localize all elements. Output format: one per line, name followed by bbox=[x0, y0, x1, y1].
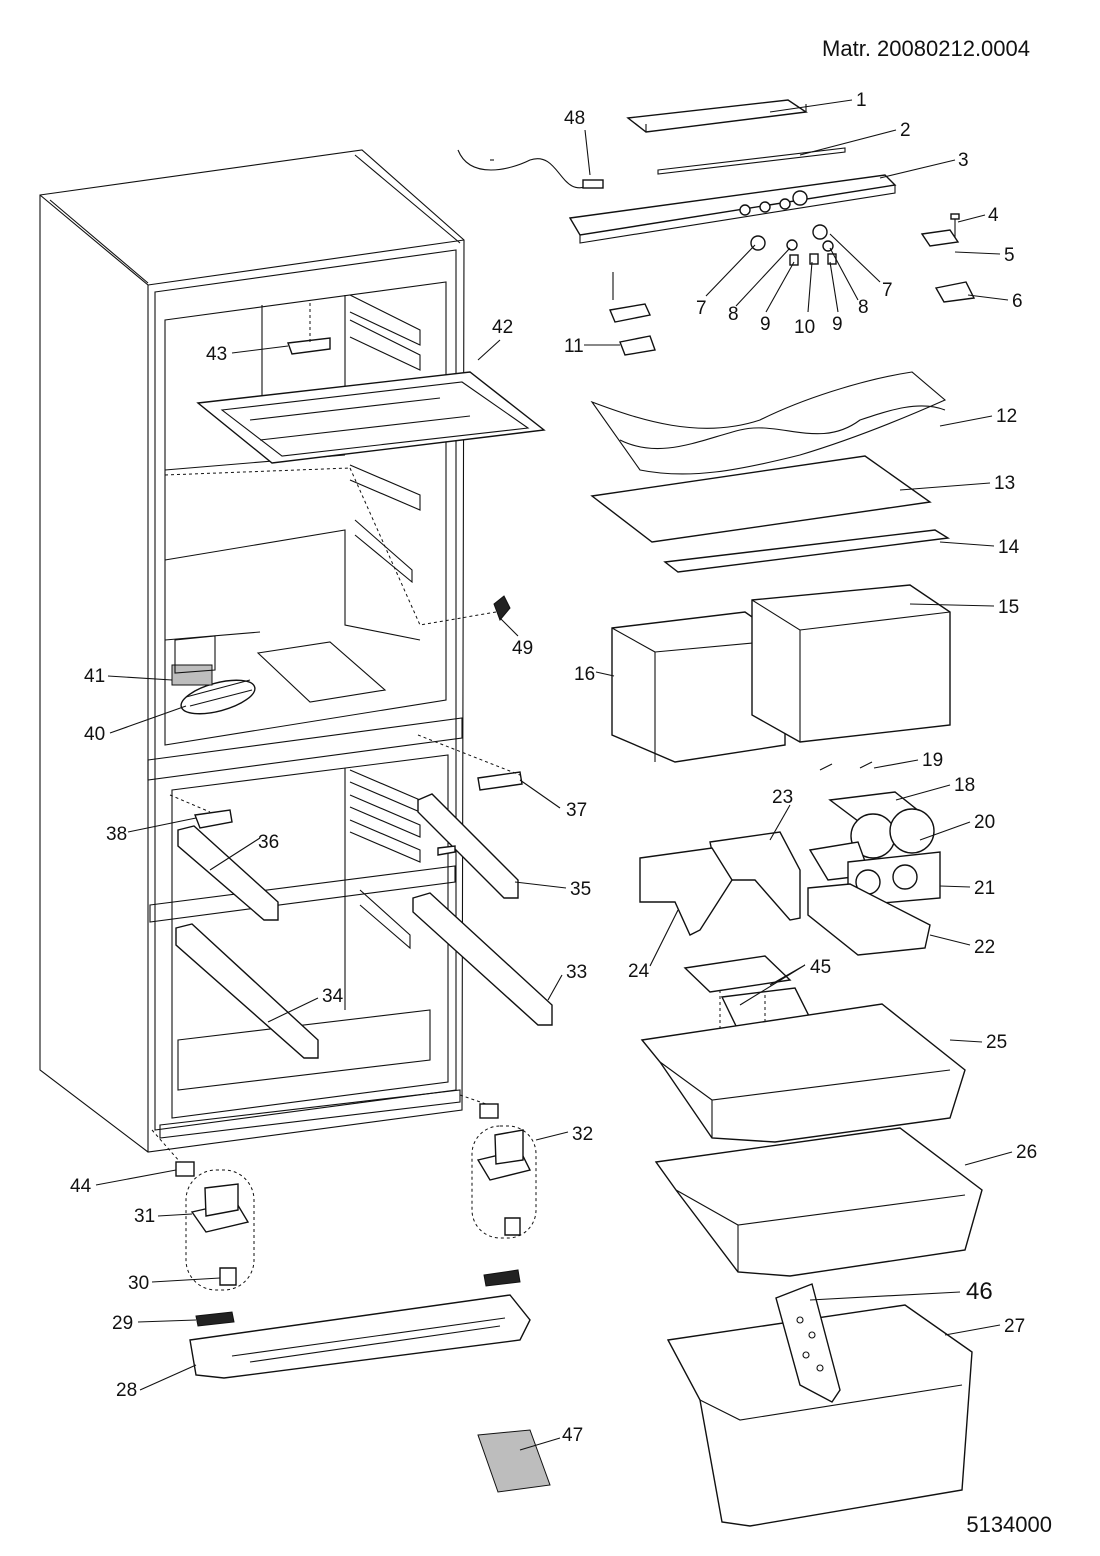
callout-31: 31 bbox=[134, 1206, 155, 1227]
callout-8b: 8 bbox=[858, 297, 869, 318]
callout-26: 26 bbox=[1016, 1142, 1037, 1163]
callout-6: 6 bbox=[1012, 291, 1023, 312]
crisper-15 bbox=[751, 584, 951, 743]
callout-28: 28 bbox=[116, 1380, 137, 1401]
callout-27: 27 bbox=[1004, 1316, 1025, 1337]
callout-labels: 1 2 3 4 5 6 7 7 8 8 9 9 10 11 12 13 14 1… bbox=[70, 90, 1037, 1446]
callout-18: 18 bbox=[954, 775, 975, 796]
callout-40: 40 bbox=[84, 724, 105, 745]
callout-21: 21 bbox=[974, 878, 995, 899]
callout-16: 16 bbox=[574, 664, 595, 685]
material-code: Matr. 20080212.0004 bbox=[822, 36, 1030, 61]
ice-box-22 bbox=[807, 883, 931, 956]
callout-5: 5 bbox=[1004, 245, 1015, 266]
callout-37: 37 bbox=[566, 800, 587, 821]
rail-35 bbox=[417, 793, 519, 899]
control-board-1 bbox=[626, 99, 808, 133]
callout-45: 45 bbox=[810, 957, 831, 978]
glass-shelf-13 bbox=[590, 455, 932, 543]
door-parts bbox=[457, 99, 983, 1527]
shelf-profile-14 bbox=[663, 529, 951, 573]
rail-33 bbox=[412, 892, 553, 1026]
callout-9a: 9 bbox=[760, 314, 771, 335]
callout-7a: 7 bbox=[696, 298, 707, 319]
callout-3: 3 bbox=[958, 150, 969, 171]
callout-34: 34 bbox=[322, 986, 344, 1007]
callout-23: 23 bbox=[772, 787, 793, 808]
callout-8a: 8 bbox=[728, 304, 739, 325]
freezer-bin-27 bbox=[666, 1304, 973, 1527]
leader-lines bbox=[95, 99, 1013, 1451]
callout-43: 43 bbox=[206, 344, 227, 365]
rail-36 bbox=[177, 825, 279, 921]
callout-12: 12 bbox=[996, 406, 1017, 427]
callout-24: 24 bbox=[628, 961, 650, 982]
cabinet-feet-assembly bbox=[151, 1094, 551, 1493]
callout-44: 44 bbox=[70, 1176, 92, 1197]
filter-47 bbox=[477, 1429, 551, 1493]
callout-36: 36 bbox=[258, 832, 279, 853]
callout-2: 2 bbox=[900, 120, 911, 141]
callout-22: 22 bbox=[974, 937, 995, 958]
holder-24 bbox=[639, 847, 733, 936]
callout-42: 42 bbox=[492, 317, 513, 338]
callout-29: 29 bbox=[112, 1313, 133, 1334]
callout-41: 41 bbox=[84, 666, 105, 687]
callout-47: 47 bbox=[562, 1425, 583, 1446]
kick-plate-28 bbox=[189, 1294, 531, 1379]
callout-14: 14 bbox=[998, 537, 1020, 558]
lamp-cover-40 bbox=[180, 679, 256, 715]
glass-shelf-42 bbox=[196, 371, 546, 464]
rail-34 bbox=[175, 923, 319, 1059]
callout-49: 49 bbox=[512, 638, 533, 659]
callout-9b: 9 bbox=[832, 314, 843, 335]
callout-32: 32 bbox=[572, 1124, 593, 1145]
callout-7b: 7 bbox=[882, 280, 893, 301]
refrigerator-cabinet bbox=[39, 149, 553, 1153]
callout-10: 10 bbox=[794, 317, 815, 338]
callout-46: 46 bbox=[966, 1278, 993, 1305]
callout-19: 19 bbox=[922, 750, 943, 771]
callout-4: 4 bbox=[988, 205, 999, 226]
callout-13: 13 bbox=[994, 473, 1015, 494]
freezer-drawer-26 bbox=[654, 1127, 983, 1277]
control-panel-3 bbox=[568, 174, 897, 236]
callout-1: 1 bbox=[856, 90, 867, 111]
callout-33: 33 bbox=[566, 962, 587, 983]
callout-15: 15 bbox=[998, 597, 1019, 618]
callout-35: 35 bbox=[570, 879, 591, 900]
drawing-number: 5134000 bbox=[966, 1512, 1052, 1537]
callout-11: 11 bbox=[564, 336, 584, 357]
callout-48: 48 bbox=[564, 108, 585, 129]
perforated-plate-46 bbox=[775, 1283, 841, 1403]
sensor-cable-48 bbox=[457, 149, 591, 189]
callout-30: 30 bbox=[128, 1273, 149, 1294]
freezer-drawer-25 bbox=[640, 1003, 966, 1143]
wine-rack-12 bbox=[590, 371, 947, 475]
callout-20: 20 bbox=[974, 812, 995, 833]
callout-25: 25 bbox=[986, 1032, 1007, 1053]
callout-38: 38 bbox=[106, 824, 127, 845]
